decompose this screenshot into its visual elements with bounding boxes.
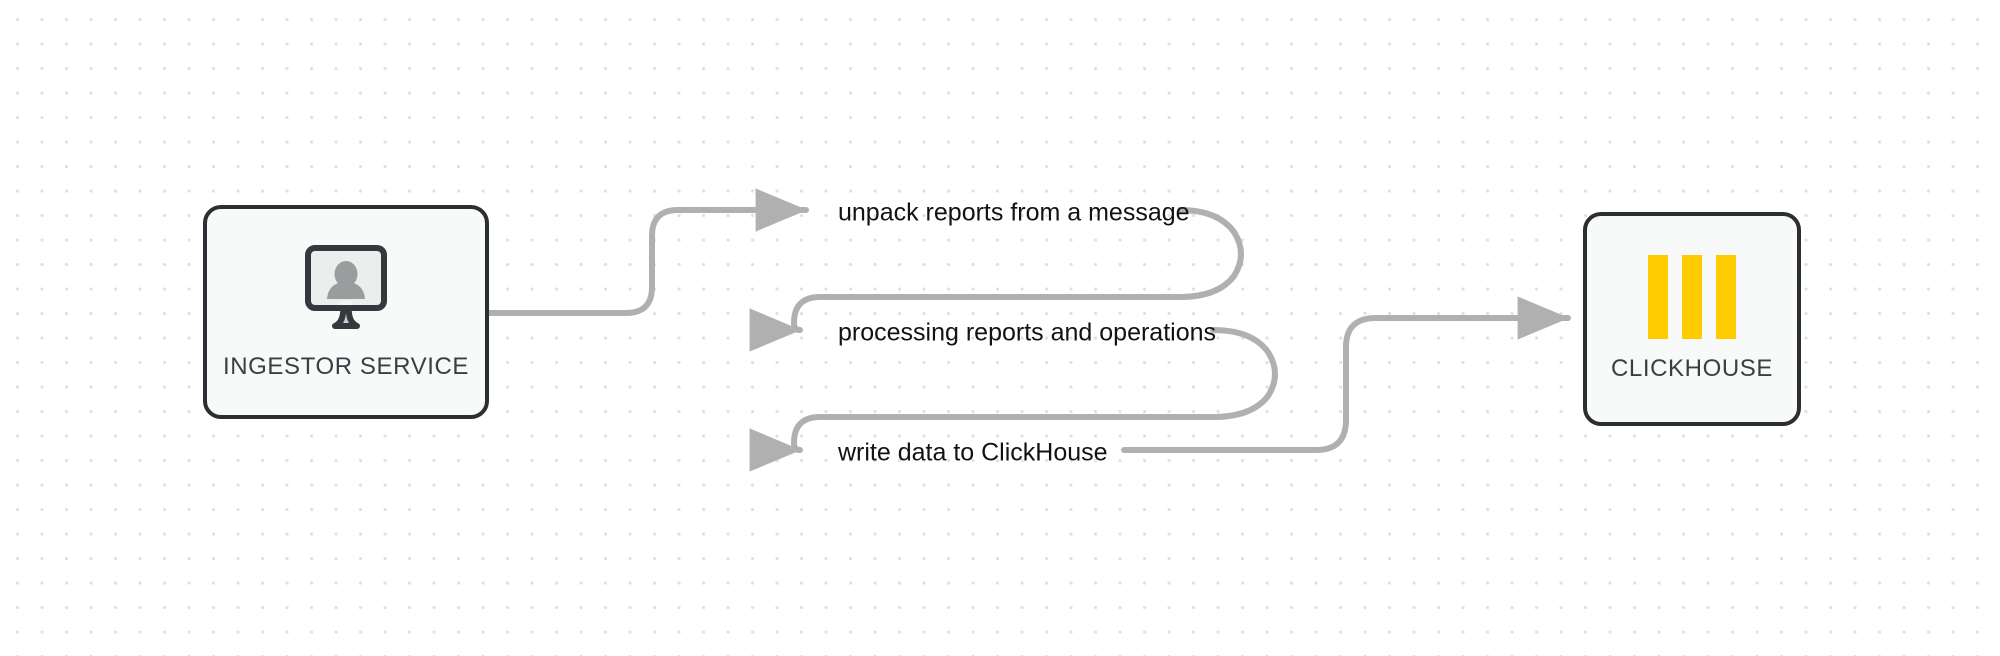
edge-label-unpack-reports: unpack reports from a message — [838, 198, 1190, 227]
edge-label-processing-reports: processing reports and operations — [838, 318, 1217, 347]
monitor-user-icon — [297, 244, 395, 337]
node-label-ingestor-service: INGESTOR SERVICE — [222, 352, 470, 380]
node-ingestor-service[interactable]: INGESTOR SERVICE — [203, 205, 489, 419]
clickhouse-bar-2 — [1682, 255, 1702, 339]
clickhouse-bar-1 — [1648, 255, 1668, 339]
node-label-clickhouse: CLICKHOUSE — [1610, 355, 1774, 382]
edge-process-to-write — [749, 327, 1278, 472]
node-clickhouse[interactable]: CLICKHOUSE — [1583, 212, 1801, 426]
edge-ingestor-to-unpack — [486, 188, 809, 316]
clickhouse-bars-icon — [1648, 255, 1736, 339]
edge-unpack-to-process — [749, 207, 1244, 352]
clickhouse-bar-3 — [1716, 255, 1736, 339]
edge-label-write-data: write data to ClickHouse — [838, 438, 1108, 467]
